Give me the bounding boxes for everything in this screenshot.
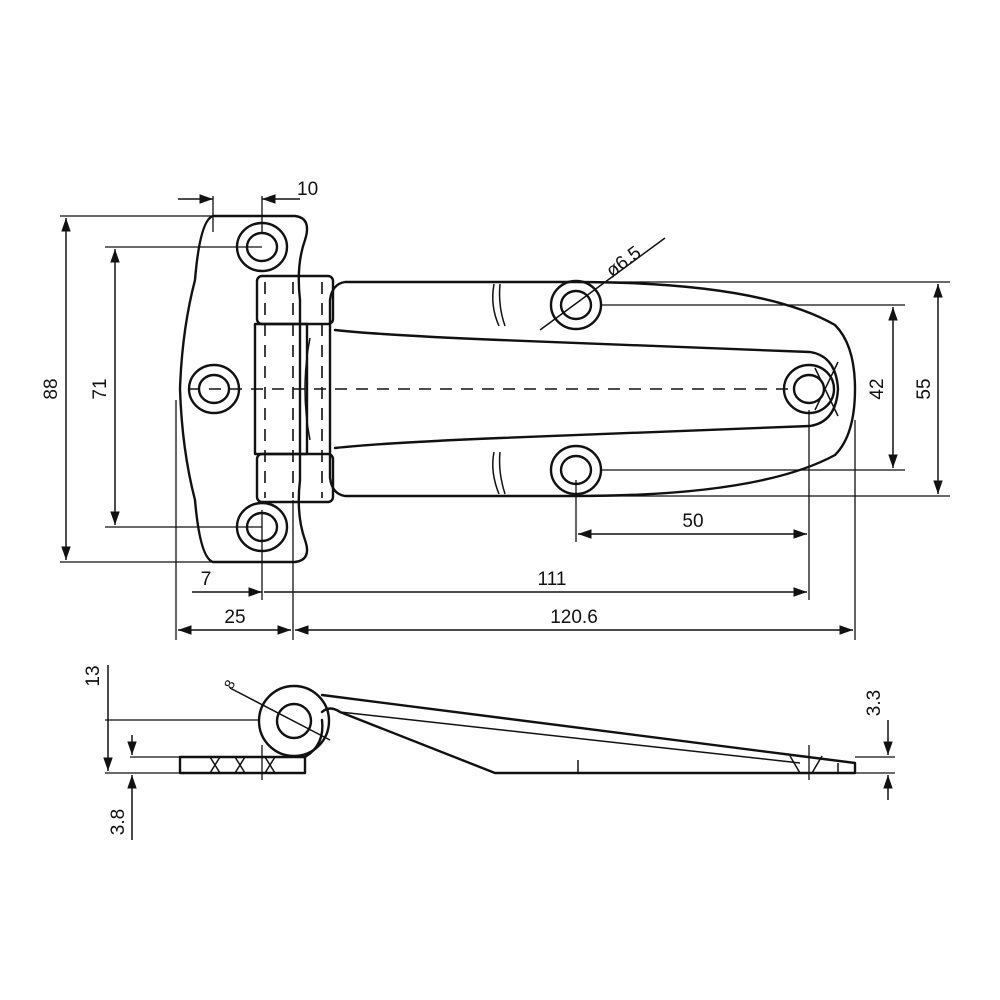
dim-leaf-hole-spacing: 42 bbox=[867, 378, 888, 399]
base-plate-outline bbox=[178, 214, 309, 564]
leaf-rib-taper bbox=[814, 361, 839, 417]
dim-leaf-length-to-hole: 111 bbox=[538, 569, 567, 590]
dim-leaf-length: 120.6 bbox=[550, 607, 598, 628]
side-plate-countersinks bbox=[209, 756, 276, 774]
top-view: 10 ø6.5 88 71 42 55 50 7 111 25 120.6 bbox=[41, 179, 950, 640]
dim-hole-diameter: ø6.5 bbox=[602, 242, 645, 282]
pin-diameter-leader bbox=[229, 687, 331, 741]
leaf-rib bbox=[333, 328, 840, 450]
side-knuckle-pin bbox=[275, 702, 313, 740]
side-leaf-tip bbox=[577, 755, 839, 774]
extension-lines bbox=[60, 196, 950, 640]
hole-leaf-top bbox=[549, 279, 603, 331]
hole-leaf-end bbox=[782, 363, 836, 415]
dim-hole-spacing-vertical: 71 bbox=[90, 378, 111, 399]
dim-leaf-height: 55 bbox=[914, 378, 935, 399]
bend-mark-top bbox=[492, 283, 506, 327]
knuckle-lower bbox=[255, 452, 335, 504]
side-leaf-inner bbox=[339, 711, 801, 764]
side-dimension-lines bbox=[103, 665, 893, 840]
dim-hinge-width: 10 bbox=[297, 179, 318, 200]
dim-overall-height: 88 bbox=[41, 378, 62, 399]
dimension-lines bbox=[61, 194, 943, 635]
dim-pin-diameter: 8 bbox=[221, 677, 239, 692]
side-view: 13 8 3.3 3.8 bbox=[83, 665, 895, 840]
side-leaf bbox=[320, 693, 857, 775]
dim-pin-height: 13 bbox=[83, 665, 104, 686]
dim-plate-thickness: 3.8 bbox=[108, 809, 129, 835]
pin-hidden-line bbox=[264, 282, 323, 498]
dim-leaf-thickness: 3.3 bbox=[864, 690, 885, 716]
side-knuckle-outer bbox=[257, 684, 331, 758]
side-knuckle-neck bbox=[303, 718, 324, 759]
dim-knuckle-offset: 7 bbox=[201, 569, 212, 590]
dim-leaf-hole-offset: 50 bbox=[682, 511, 703, 532]
bend-mark-bottom bbox=[492, 451, 506, 495]
leaf-outline bbox=[328, 280, 857, 498]
dim-plate-width: 25 bbox=[224, 607, 245, 628]
side-extension-lines bbox=[105, 719, 895, 780]
side-base-plate bbox=[178, 755, 307, 775]
